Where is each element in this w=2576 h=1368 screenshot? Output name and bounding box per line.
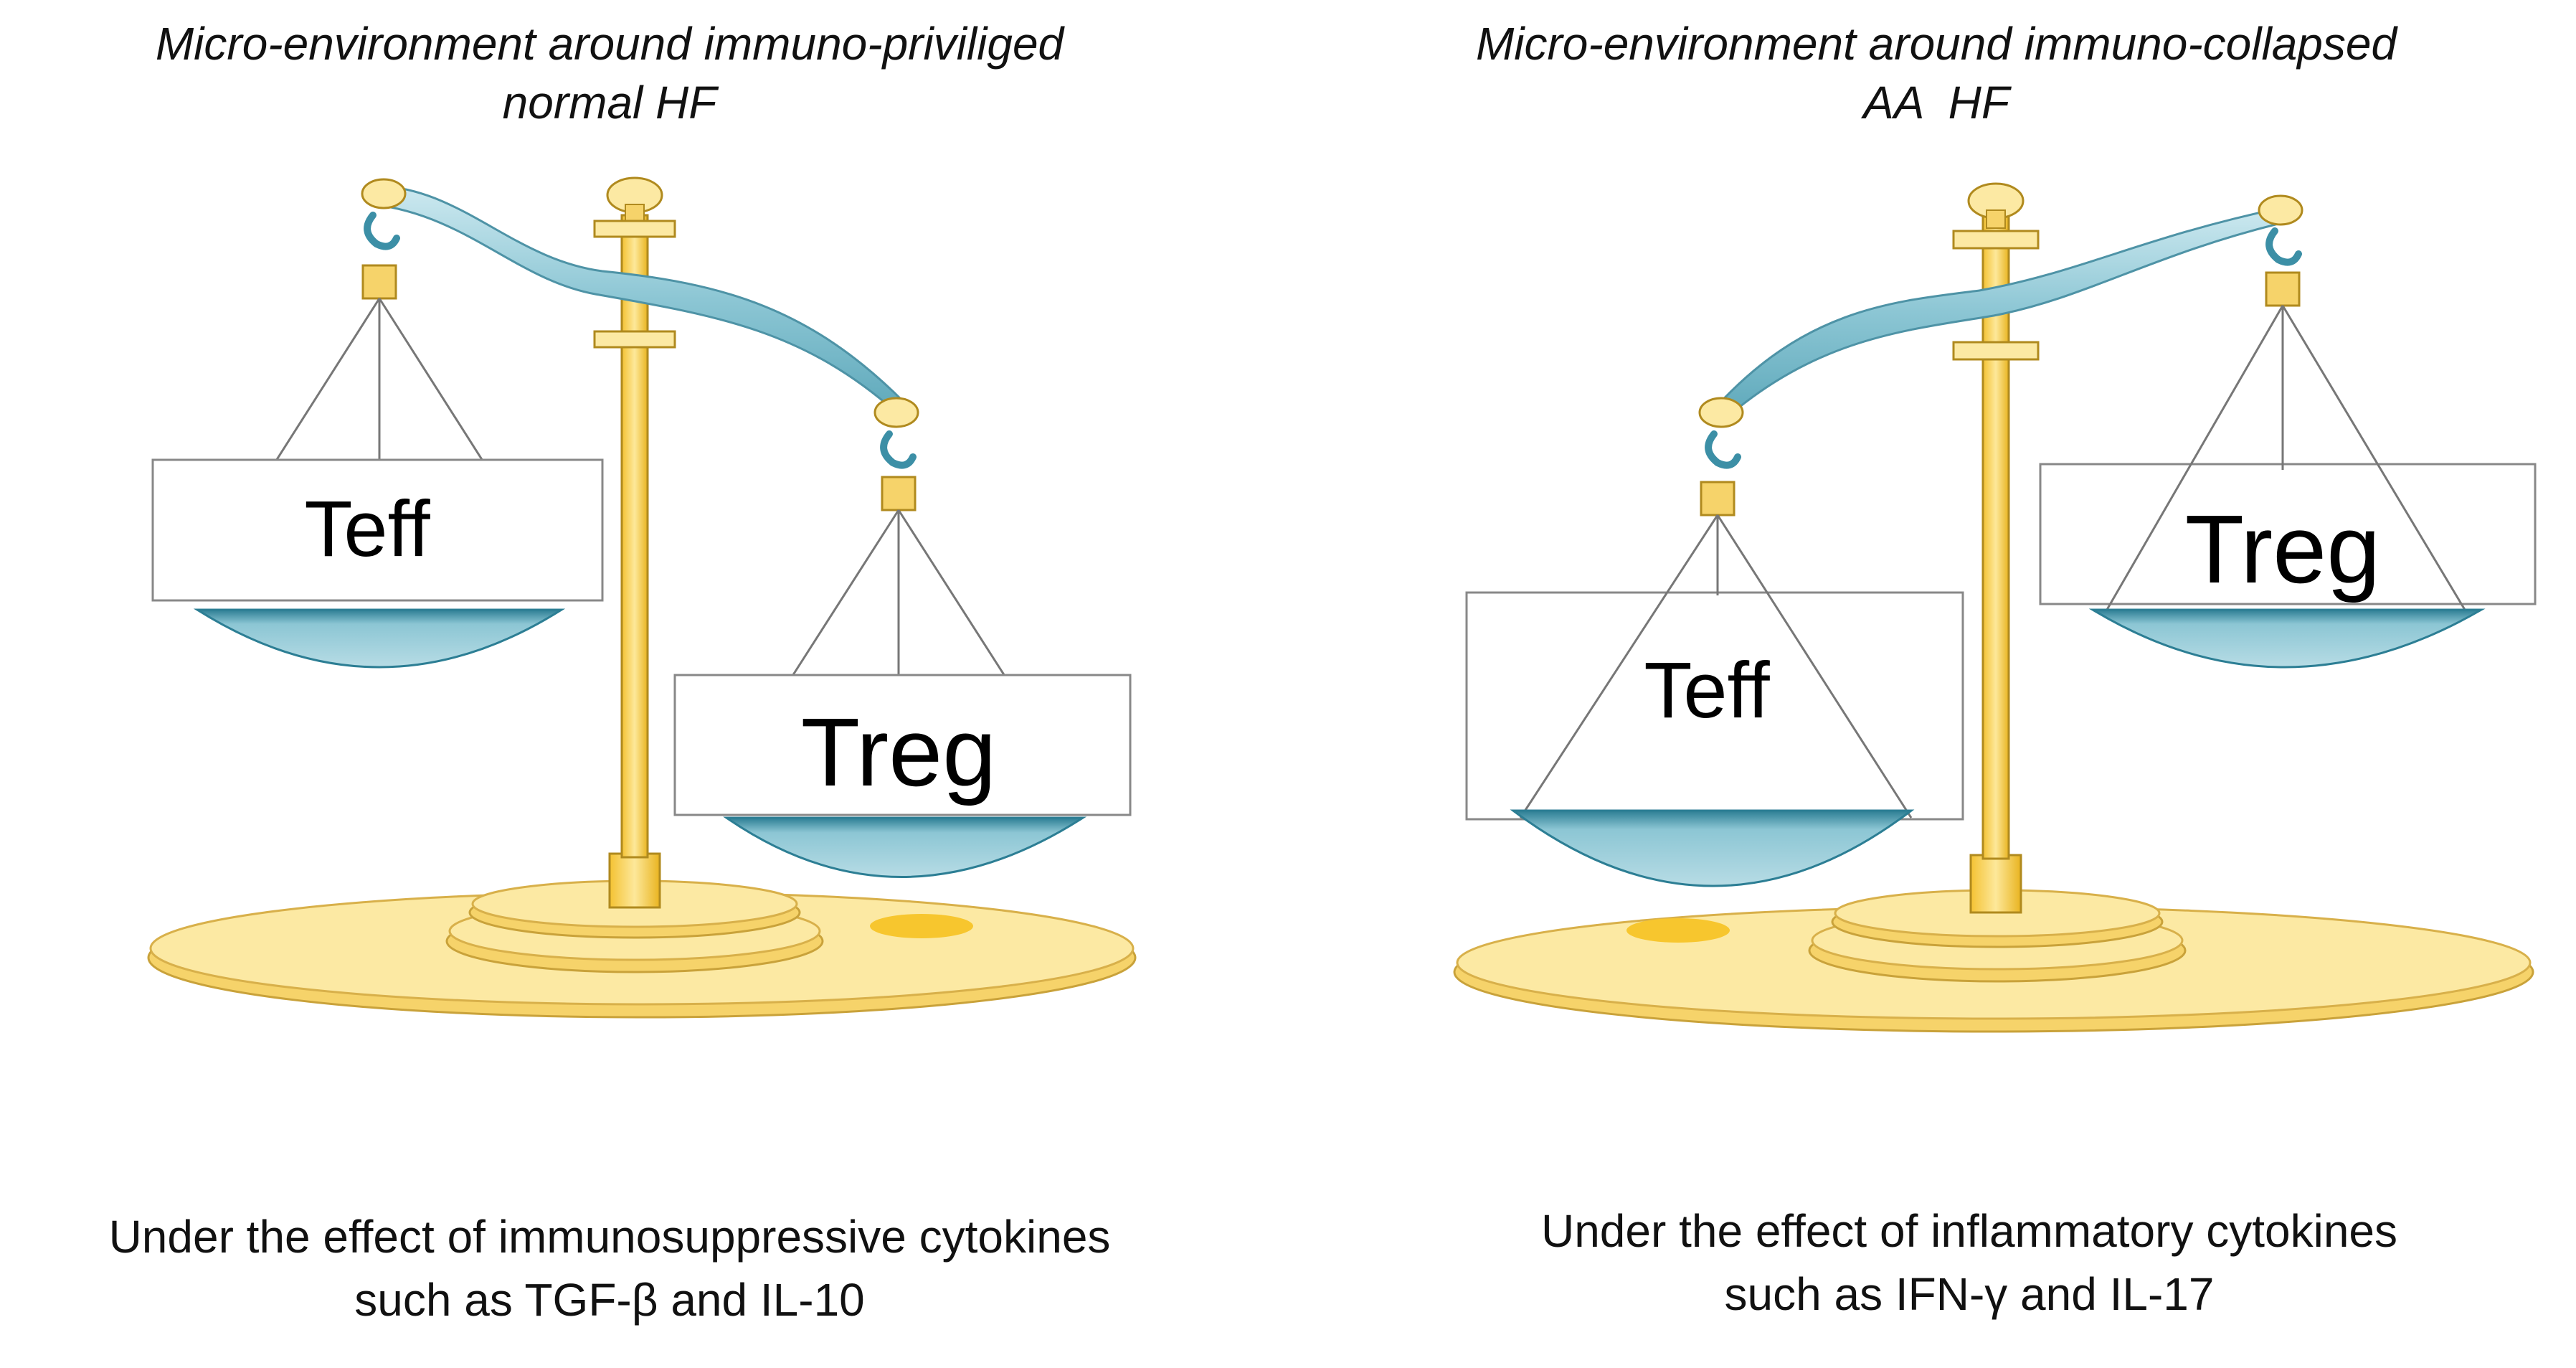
right-pan-treg-hook — [2265, 227, 2302, 266]
right-pan-teff-string-a — [1519, 514, 1719, 819]
left-scale-pan-treg: Treg — [673, 397, 1132, 878]
left-pan-treg-label-box — [673, 674, 1132, 816]
right-panel-caption: Under the effect of inflammatory cytokin… — [1363, 1199, 2576, 1326]
left-pan-treg-pivot — [873, 397, 919, 428]
left-pole — [620, 214, 649, 859]
right-pan-teff-pivot — [1698, 397, 1744, 428]
right-knob-neck — [1986, 209, 2006, 229]
right-top-crossbar — [1952, 230, 2040, 250]
right-panel-title: Micro-environment around immuno-collapse… — [1327, 14, 2546, 132]
left-balance-scale: Teff Treg — [147, 176, 1137, 1019]
left-pan-teff-label: Teff — [304, 485, 430, 573]
right-title-line-1: Micro-environment around immuno-collapse… — [1475, 18, 2397, 70]
left-knob-neck — [625, 204, 645, 223]
right-caption-line-1: Under the effect of inflammatory cytokin… — [1540, 1205, 2398, 1257]
left-title-line-2: normal HF — [502, 77, 717, 128]
right-scale-base-highlight — [1626, 918, 1730, 943]
left-panel-title: Micro-environment around immuno-privilig… — [72, 14, 1147, 132]
left-caption-line-2: such as TGF-β and IL-10 — [354, 1274, 865, 1326]
left-pan-teff-string-a — [271, 298, 381, 467]
left-scale-base-highlight — [870, 914, 973, 938]
right-pan-treg-string-a — [2103, 305, 2284, 614]
left-pan-teff-hook — [364, 212, 400, 250]
left-pan-teff-string-c — [378, 298, 488, 467]
right-pan-teff-hook — [1705, 430, 1741, 469]
right-scale-pan-teff: Teff — [1465, 397, 1964, 887]
left-pan-treg-dish — [723, 816, 1087, 878]
right-pan-treg-string-c — [2281, 305, 2468, 614]
right-scale-pan-treg: Treg — [2039, 194, 2537, 669]
right-pan-teff-hanger — [1700, 481, 1736, 516]
right-pan-treg-hanger — [2265, 271, 2301, 307]
left-top-crossbar — [593, 220, 676, 238]
right-pan-treg-label: Treg — [2185, 495, 2381, 603]
left-pole-collar — [608, 852, 661, 909]
left-pan-treg-label: Treg — [801, 698, 997, 806]
right-lower-crossbar — [1952, 341, 2040, 361]
right-pan-teff-label: Teff — [1644, 646, 1770, 735]
right-balance-scale: Teff Treg — [1453, 182, 2537, 1033]
left-caption-line-1: Under the effect of immunosuppressive cy… — [108, 1211, 1111, 1263]
right-pan-teff-label-box — [1465, 591, 1964, 821]
right-pole-collar — [1969, 854, 2022, 914]
left-pan-treg-string-c — [897, 509, 1010, 682]
left-pan-teff-pivot — [361, 178, 407, 209]
right-pan-treg-dish — [2088, 608, 2486, 669]
left-pan-treg-hanger — [881, 476, 917, 511]
right-pan-treg-pivot — [2258, 194, 2303, 226]
right-caption-line-2: such as IFN-γ and IL-17 — [1724, 1268, 2215, 1320]
right-pan-teff-string-c — [1716, 514, 1913, 819]
left-pan-treg-hook — [880, 430, 917, 469]
left-pan-teff-hanger — [361, 264, 397, 300]
right-pan-teff-dish — [1510, 809, 1915, 887]
left-title-line-1: Micro-environment around immuno-privilig… — [155, 18, 1064, 70]
left-scale-pan-teff: Teff — [151, 178, 604, 669]
left-pan-treg-string-a — [787, 509, 900, 682]
left-panel-caption: Under the effect of immunosuppressive cy… — [0, 1205, 1219, 1331]
left-pan-teff-dish — [193, 608, 566, 669]
left-lower-crossbar — [593, 330, 676, 349]
left-pan-teff-label-box — [151, 458, 604, 602]
right-title-line-2: AA HF — [1863, 77, 2009, 128]
